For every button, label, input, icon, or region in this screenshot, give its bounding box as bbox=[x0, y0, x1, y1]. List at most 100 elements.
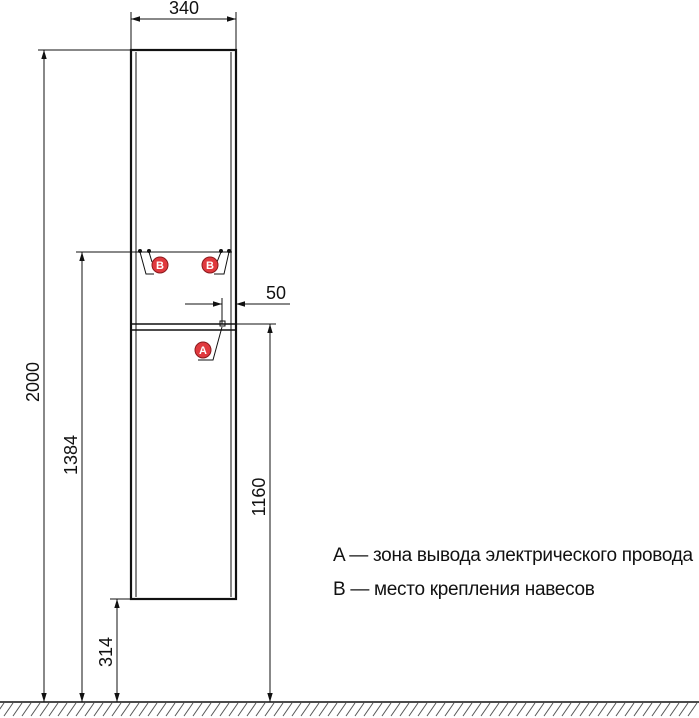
floor-hatch-stroke bbox=[633, 702, 644, 717]
floor-hatch-stroke bbox=[471, 702, 482, 717]
svg-text:B: B bbox=[206, 260, 214, 272]
floor-hatch-stroke bbox=[12, 702, 23, 717]
svg-text:A: A bbox=[199, 345, 207, 357]
floor-hatch-stroke bbox=[75, 702, 86, 717]
floor-hatch-stroke bbox=[237, 702, 248, 717]
dimension-socket-height bbox=[221, 323, 276, 702]
floor-hatch-stroke bbox=[30, 702, 41, 717]
floor-hatch-stroke bbox=[651, 702, 662, 717]
floor-hatch-stroke bbox=[246, 702, 257, 717]
hanger-marker-right: B bbox=[201, 249, 231, 275]
dimension-total-height-label: 2000 bbox=[23, 362, 43, 402]
floor-hatch-stroke bbox=[156, 702, 167, 717]
floor-hatch-stroke bbox=[435, 702, 446, 717]
dimension-socket-height-label: 1160 bbox=[249, 478, 269, 517]
floor-hatch-stroke bbox=[165, 702, 176, 717]
floor-hatch-stroke bbox=[426, 702, 437, 717]
floor-hatch-stroke bbox=[363, 702, 374, 717]
floor-hatch bbox=[0, 702, 698, 717]
dimension-hanger-height bbox=[76, 251, 232, 702]
floor-hatch-stroke bbox=[543, 702, 554, 717]
floor-hatch-stroke bbox=[3, 702, 14, 717]
floor-hatch-stroke bbox=[516, 702, 527, 717]
floor-hatch-stroke bbox=[552, 702, 563, 717]
floor-hatch-stroke bbox=[480, 702, 491, 717]
floor-hatch-stroke bbox=[444, 702, 455, 717]
floor-hatch-stroke bbox=[498, 702, 509, 717]
floor-hatch-stroke bbox=[111, 702, 122, 717]
dimension-width-label: 340 bbox=[169, 0, 199, 18]
floor-hatch-stroke bbox=[462, 702, 473, 717]
floor-hatch-stroke bbox=[390, 702, 401, 717]
floor-hatch-stroke bbox=[525, 702, 536, 717]
floor-hatch-stroke bbox=[183, 702, 194, 717]
floor-hatch-stroke bbox=[219, 702, 230, 717]
floor-hatch-stroke bbox=[48, 702, 59, 717]
legend-item-b: B — место крепления навесов bbox=[333, 579, 595, 600]
floor-hatch-stroke bbox=[624, 702, 635, 717]
floor-hatch-stroke bbox=[354, 702, 365, 717]
floor-hatch-stroke bbox=[210, 702, 221, 717]
floor-hatch-stroke bbox=[534, 702, 545, 717]
floor-hatch-stroke bbox=[642, 702, 653, 717]
floor-hatch-stroke bbox=[336, 702, 347, 717]
floor-hatch-stroke bbox=[147, 702, 158, 717]
floor-hatch-stroke bbox=[273, 702, 284, 717]
floor-hatch-stroke bbox=[201, 702, 212, 717]
floor-hatch-stroke bbox=[255, 702, 266, 717]
floor-hatch-stroke bbox=[372, 702, 383, 717]
floor-hatch-stroke bbox=[318, 702, 329, 717]
dimension-floor-clearance bbox=[110, 598, 131, 702]
hanger-marker-left: B bbox=[138, 249, 169, 275]
floor-hatch-stroke bbox=[597, 702, 608, 717]
floor-hatch-stroke bbox=[228, 702, 239, 717]
floor-hatch-stroke bbox=[561, 702, 572, 717]
floor-hatch-stroke bbox=[678, 702, 689, 717]
floor-hatch-stroke bbox=[120, 702, 131, 717]
floor-hatch-stroke bbox=[507, 702, 518, 717]
floor-hatch-stroke bbox=[489, 702, 500, 717]
floor-hatch-stroke bbox=[606, 702, 617, 717]
floor-hatch-stroke bbox=[309, 702, 320, 717]
floor-hatch-stroke bbox=[687, 702, 698, 717]
floor-line bbox=[0, 701, 699, 717]
dimension-hanger-height-label: 1384 bbox=[61, 435, 81, 475]
floor-hatch-stroke bbox=[408, 702, 419, 717]
floor-hatch-stroke bbox=[669, 702, 680, 717]
floor-hatch-stroke bbox=[417, 702, 428, 717]
floor-hatch-stroke bbox=[300, 702, 311, 717]
floor-hatch-stroke bbox=[570, 702, 581, 717]
floor-hatch-stroke bbox=[453, 702, 464, 717]
dimension-total-height bbox=[38, 49, 131, 702]
floor-hatch-stroke bbox=[327, 702, 338, 717]
floor-hatch-stroke bbox=[93, 702, 104, 717]
floor-hatch-stroke bbox=[345, 702, 356, 717]
dimension-socket-offset-label: 50 bbox=[266, 283, 286, 303]
floor-hatch-stroke bbox=[174, 702, 185, 717]
floor-hatch-stroke bbox=[192, 702, 203, 717]
floor-hatch-stroke bbox=[138, 702, 149, 717]
floor-hatch-stroke bbox=[39, 702, 50, 717]
floor-hatch-stroke bbox=[102, 702, 113, 717]
dimension-width bbox=[130, 12, 237, 50]
floor-hatch-stroke bbox=[588, 702, 599, 717]
svg-text:B: B bbox=[156, 260, 164, 272]
floor-hatch-stroke bbox=[57, 702, 68, 717]
floor-hatch-stroke bbox=[84, 702, 95, 717]
floor-hatch-stroke bbox=[291, 702, 302, 717]
floor-hatch-stroke bbox=[399, 702, 410, 717]
legend-item-a: A — зона вывода электрического провода bbox=[333, 545, 693, 566]
dimension-floor-clearance-label: 314 bbox=[96, 637, 116, 667]
socket-marker: A bbox=[194, 320, 226, 361]
floor-hatch-stroke bbox=[21, 702, 32, 717]
floor-hatch-stroke bbox=[282, 702, 293, 717]
floor-hatch-stroke bbox=[264, 702, 275, 717]
floor-hatch-stroke bbox=[579, 702, 590, 717]
floor-hatch-stroke bbox=[129, 702, 140, 717]
floor-hatch-stroke bbox=[0, 702, 5, 710]
floor-hatch-stroke bbox=[66, 702, 77, 717]
legend: A — зона вывода электрического провода B… bbox=[333, 541, 699, 609]
floor-hatch-stroke bbox=[381, 702, 392, 717]
dimension-socket-offset bbox=[185, 298, 290, 324]
